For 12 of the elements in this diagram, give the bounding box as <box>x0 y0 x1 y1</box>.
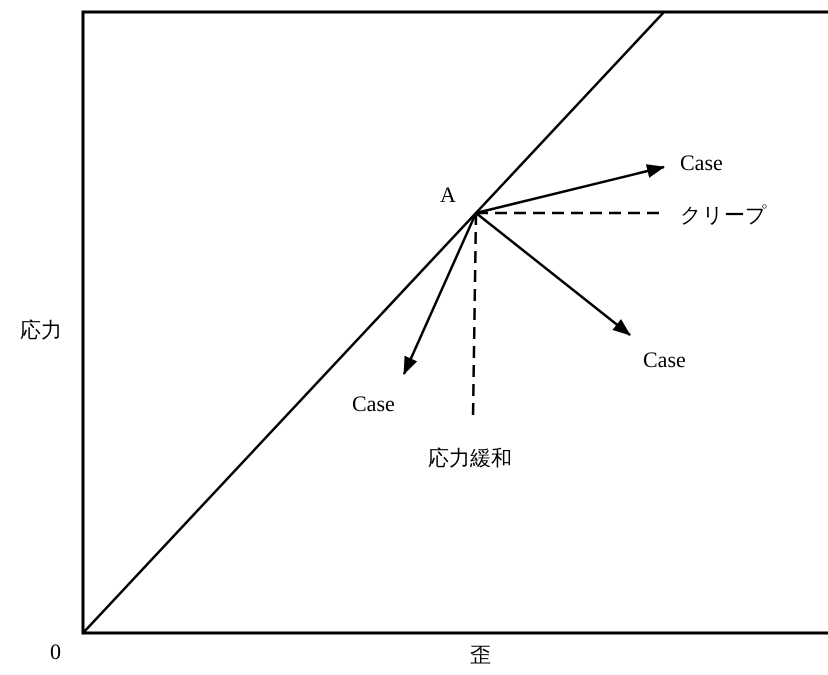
creep-label: クリープ <box>664 203 794 229</box>
case-label: Case <box>352 374 414 416</box>
case-label: Case <box>664 152 744 178</box>
relaxation-label: 応力緩和 <box>426 418 542 472</box>
arrow <box>476 164 665 214</box>
axis-title: 歪 <box>470 645 491 666</box>
arrow <box>475 212 631 336</box>
origin-label: 0 <box>50 641 61 663</box>
arrow <box>402 212 478 375</box>
point-label: A <box>440 184 477 214</box>
axis-title: 応力 <box>20 320 62 341</box>
case-label: Case <box>630 335 710 373</box>
